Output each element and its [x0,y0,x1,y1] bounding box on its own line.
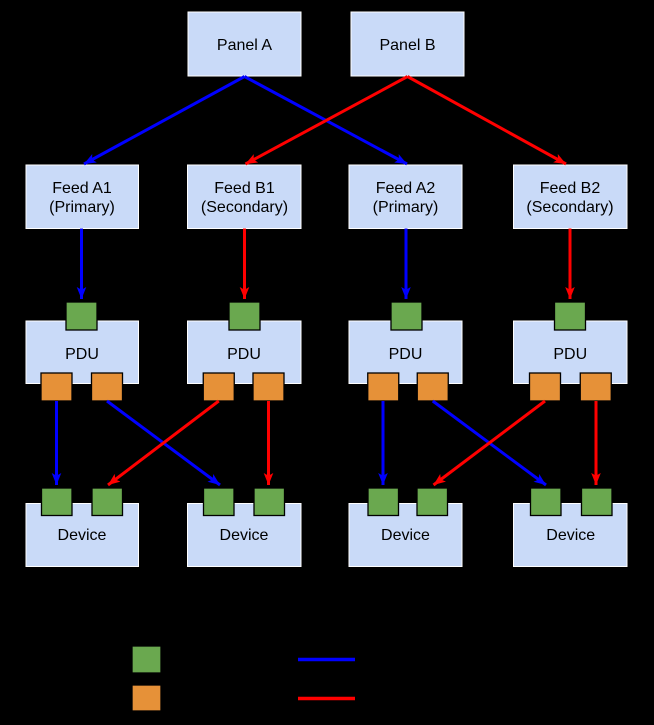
svg-text:Device: Device [381,527,430,544]
svg-text:Feed A2: Feed A2 [376,180,436,197]
svg-text:PDU: PDU [227,346,261,363]
svg-text:Feed A1: Feed A1 [52,180,112,197]
svg-text:PDU: PDU [553,346,587,363]
svg-text:Device: Device [58,527,107,544]
svg-text:Panel B: Panel B [379,37,435,54]
svg-text:PDU: PDU [389,346,423,363]
svg-text:Panel A: Panel A [217,37,272,54]
svg-text:Feed B2: Feed B2 [540,180,601,197]
svg-text:Device: Device [220,527,269,544]
svg-text:Device: Device [546,527,595,544]
svg-text:(Primary): (Primary) [373,199,439,216]
svg-text:PDU: PDU [65,346,99,363]
svg-text:(Secondary): (Secondary) [201,199,288,216]
svg-text:Feed B1: Feed B1 [214,180,275,197]
svg-text:(Primary): (Primary) [49,199,115,216]
svg-text:(Secondary): (Secondary) [526,199,613,216]
